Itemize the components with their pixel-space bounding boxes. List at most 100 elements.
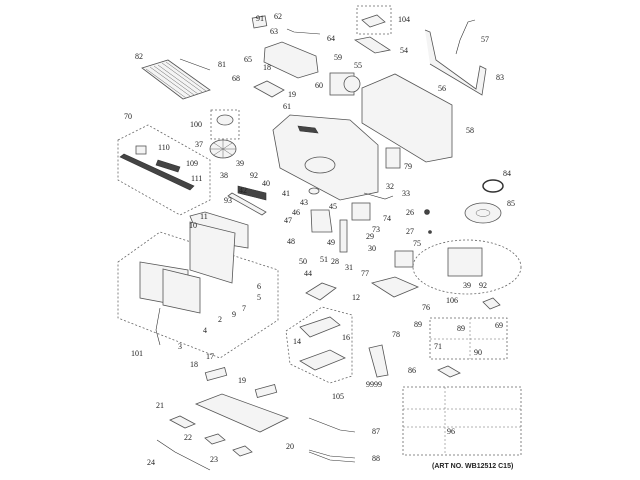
callout-27: 27 <box>406 227 414 236</box>
part-17-lamp-housing <box>204 367 228 381</box>
part-82-grille <box>141 59 211 100</box>
callout-20: 20 <box>286 442 294 451</box>
callout-26: 26 <box>406 208 414 217</box>
part-17b-lamp-housing <box>254 384 278 398</box>
callout-84: 84 <box>503 169 511 178</box>
callout-39b: 39 <box>463 281 471 290</box>
art-number: (ART NO. WB12512 C15) <box>432 463 514 470</box>
callout-70: 70 <box>124 112 132 121</box>
part-104-group <box>356 5 392 35</box>
callout-83: 83 <box>496 73 504 82</box>
callout-7: 7 <box>242 304 246 313</box>
part-37-fan-blade <box>209 139 237 159</box>
part-87-harness <box>308 417 356 433</box>
part-88-harness-b <box>308 451 356 463</box>
callout-58: 58 <box>466 126 474 135</box>
part-9999-manual <box>368 344 389 378</box>
callout-46: 46 <box>292 208 300 217</box>
callout-69: 69 <box>495 321 503 330</box>
callout-77: 77 <box>361 269 369 278</box>
callout-48: 48 <box>287 237 295 246</box>
part-93-strip <box>227 192 267 216</box>
part-54-piece <box>353 36 392 54</box>
callout-71: 71 <box>434 342 442 351</box>
part-84-roller-ring <box>482 179 504 193</box>
callout-39: 39 <box>236 159 244 168</box>
part-59-motor <box>329 72 361 96</box>
part-21-cover <box>169 415 196 429</box>
callout-82: 82 <box>135 52 143 61</box>
part-58-outer-case <box>361 73 453 163</box>
main-cavity <box>272 114 379 201</box>
callout-37: 37 <box>195 140 203 149</box>
callout-57: 57 <box>481 35 489 44</box>
part-91-filter <box>251 15 268 29</box>
part-73-magnetron <box>351 202 371 221</box>
part-101-door-group <box>117 231 279 359</box>
callout-91: 91 <box>256 14 264 23</box>
callout-17: 17 <box>206 352 214 361</box>
part-88-harness <box>308 449 356 459</box>
callout-78: 78 <box>392 330 400 339</box>
callout-44: 44 <box>304 269 312 278</box>
callout-85: 85 <box>507 199 515 208</box>
callout-104: 104 <box>398 15 410 24</box>
part-86-bag <box>437 365 461 378</box>
part-105-top-piece <box>299 316 341 338</box>
part-3-handle <box>155 307 161 346</box>
callout-81: 81 <box>218 60 226 69</box>
callout-10: 10 <box>189 221 197 230</box>
part-106-group <box>429 317 508 360</box>
part-83-mounting-plate <box>424 29 487 96</box>
part-12-board <box>305 282 337 301</box>
part-57-cord <box>455 19 476 55</box>
callout-12: 12 <box>352 293 360 302</box>
part-70-group <box>117 124 211 216</box>
callout-18b: 18 <box>190 360 198 369</box>
callout-106: 106 <box>446 296 458 305</box>
part-68-tray <box>253 80 285 98</box>
part-33-wire <box>363 192 394 200</box>
callout-38: 38 <box>220 171 228 180</box>
part-104-piece <box>361 14 386 28</box>
callout-51: 51 <box>320 255 328 264</box>
part-75-transformer <box>394 250 414 268</box>
part-110-piece <box>135 145 147 155</box>
callout-32: 32 <box>386 182 394 191</box>
callout-54: 54 <box>400 46 408 55</box>
callout-19: 19 <box>288 90 296 99</box>
callout-110: 110 <box>158 143 170 152</box>
part-86-group <box>402 386 522 456</box>
callout-79: 79 <box>404 162 412 171</box>
callout-4: 4 <box>203 326 207 335</box>
callout-19b: 19 <box>238 376 246 385</box>
callout-63: 63 <box>270 27 278 36</box>
callout-45: 45 <box>329 202 337 211</box>
callout-42: 42 <box>239 186 247 195</box>
callout-74: 74 <box>383 214 391 223</box>
callout-68: 68 <box>232 74 240 83</box>
callout-49: 49 <box>327 238 335 247</box>
part-27-screw <box>428 230 432 234</box>
callout-101: 101 <box>131 349 143 358</box>
part-76-base <box>371 276 420 298</box>
part-100-group <box>210 109 240 140</box>
callout-11: 11 <box>200 212 208 221</box>
part-2-screen <box>162 268 201 314</box>
callout-30: 30 <box>368 244 376 253</box>
callout-76: 76 <box>422 303 430 312</box>
callout-65: 65 <box>244 55 252 64</box>
callout-86: 86 <box>408 366 416 375</box>
callout-87: 87 <box>372 427 380 436</box>
callout-100: 100 <box>190 120 202 129</box>
callout-75: 75 <box>413 239 421 248</box>
callout-23: 23 <box>210 455 218 464</box>
part-105-bottom-piece <box>299 349 346 371</box>
callout-105: 105 <box>332 392 344 401</box>
callout-16: 16 <box>342 333 350 342</box>
part-65-housing <box>263 41 319 79</box>
callout-50: 50 <box>299 257 307 266</box>
callout-59: 59 <box>334 53 342 62</box>
callout-21: 21 <box>156 401 164 410</box>
